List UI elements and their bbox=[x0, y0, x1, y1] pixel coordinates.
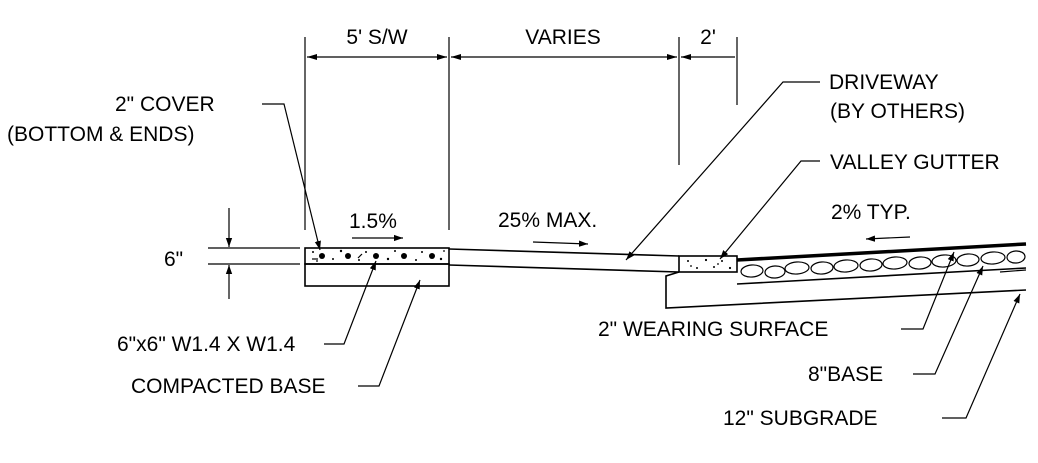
base-aggregate bbox=[740, 250, 1026, 279]
subgrade-leader bbox=[942, 293, 1021, 419]
sidewalk-slope-label: 1.5% bbox=[349, 210, 397, 233]
driveway-leader bbox=[625, 81, 820, 261]
sidewalk-slope: 1.5% bbox=[349, 210, 403, 242]
rebar-dot bbox=[429, 253, 435, 259]
driveway-label-line2: (BY OTHERS) bbox=[830, 100, 965, 123]
driveway-slab bbox=[448, 248, 680, 273]
driveway-slope-arrow bbox=[532, 240, 589, 247]
wearing-surface-leader bbox=[901, 251, 955, 330]
valley-gutter-leader bbox=[719, 160, 820, 260]
wearing-surface-callout: 2" WEARING SURFACE bbox=[598, 251, 955, 341]
rebar-dot bbox=[319, 253, 325, 259]
cover-leader bbox=[262, 103, 321, 251]
subgrade-label: 12" SUBGRADE bbox=[723, 407, 878, 430]
subgrade-callout: 12" SUBGRADE bbox=[723, 293, 1021, 430]
cover-callout: 2" COVER (BOTTOM & ENDS) bbox=[7, 93, 321, 251]
thickness-dimension: 6" bbox=[164, 208, 300, 299]
base-label: 8"BASE bbox=[808, 363, 883, 386]
pavement-slope-label: 2% TYP. bbox=[831, 201, 911, 224]
compacted-base-callout: COMPACTED BASE bbox=[131, 279, 421, 398]
compacted-base-layer bbox=[304, 263, 450, 287]
base-leader bbox=[913, 265, 984, 375]
concrete-stipple bbox=[312, 249, 445, 262]
varies-label: VARIES bbox=[525, 26, 600, 49]
pavement-section bbox=[736, 242, 1027, 285]
rebar-dot bbox=[345, 253, 351, 259]
pavement-slope-arrow bbox=[865, 235, 911, 242]
wearing-surface-label: 2" WEARING SURFACE bbox=[598, 318, 828, 341]
driveway-callout: DRIVEWAY (BY OTHERS) bbox=[625, 71, 965, 261]
cover-label-line2: (BOTTOM & ENDS) bbox=[7, 123, 194, 146]
rebar-dot bbox=[401, 253, 407, 259]
two-ft-label: 2' bbox=[700, 26, 716, 49]
compacted-base-label: COMPACTED BASE bbox=[131, 375, 325, 398]
mesh-callout: 6"x6" W1.4 X W1.4 bbox=[117, 260, 377, 356]
cover-label-line1: 2" COVER bbox=[115, 93, 215, 116]
mesh-leader bbox=[324, 260, 377, 345]
base-callout: 8"BASE bbox=[808, 265, 984, 386]
wearing-surface-layer bbox=[736, 242, 1027, 262]
gutter-base-outline bbox=[665, 271, 1027, 309]
driveway-slope: 25% MAX. bbox=[498, 209, 597, 247]
sidewalk-width-label: 5' S/W bbox=[346, 26, 407, 49]
valley-gutter-label: VALLEY GUTTER bbox=[830, 151, 1000, 174]
valley-gutter-concrete bbox=[678, 255, 738, 273]
sidewalk-slab bbox=[304, 247, 450, 287]
valley-gutter bbox=[665, 255, 1027, 309]
rebar-dot bbox=[373, 253, 379, 259]
compacted-base-leader bbox=[358, 279, 421, 387]
mesh-label: 6"x6" W1.4 X W1.4 bbox=[117, 333, 296, 356]
top-dimension: 5' S/W VARIES 2' bbox=[304, 26, 738, 230]
base-layer-bottom bbox=[736, 267, 1027, 285]
driveway-label-line1: DRIVEWAY bbox=[829, 71, 939, 94]
driveway-slope-label: 25% MAX. bbox=[498, 209, 597, 232]
thickness-label: 6" bbox=[164, 248, 183, 271]
pavement-slope: 2% TYP. bbox=[831, 201, 911, 242]
valley-gutter-callout: VALLEY GUTTER bbox=[719, 151, 1000, 260]
